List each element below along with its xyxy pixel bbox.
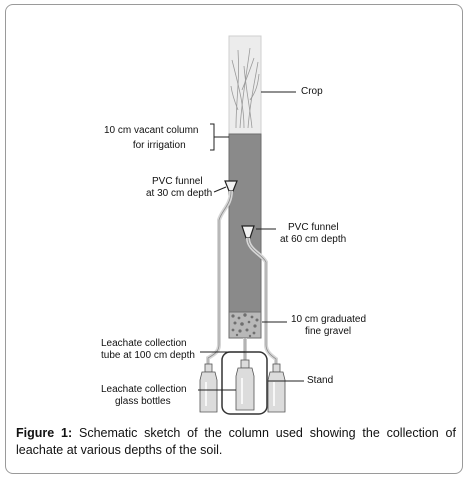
label-collection-tube: Leachate collection tube at 100 cm depth (101, 338, 195, 362)
bottle-center (235, 359, 255, 411)
soil-column (228, 133, 262, 313)
gravel-texture (231, 313, 259, 338)
label-stand: Stand (307, 375, 334, 386)
label-gravel-line1: 10 cm graduated (291, 314, 367, 325)
label-crop: Crop (301, 86, 323, 97)
label-funnel60-line2: at 60 cm depth (280, 234, 347, 245)
label-vacant-column: 10 cm vacant column for irrigation (104, 125, 199, 152)
label-funnel30-line2: at 30 cm depth (146, 188, 213, 199)
crop-plant (230, 47, 260, 129)
figure-frame (5, 4, 463, 474)
bottle-left (199, 363, 218, 413)
label-funnel60-line1: PVC funnel (288, 222, 339, 233)
tube-30cm (206, 190, 233, 366)
label-tube-line1: Leachate collection (101, 338, 187, 349)
label-glass-bottles: Leachate collection glass bottles (101, 384, 187, 408)
label-vacant-line2: for irrigation (132, 140, 186, 151)
label-funnel-30: PVC funnel at 30 cm depth (146, 176, 212, 200)
label-bottles-line2: glass bottles (115, 396, 171, 407)
bottle-right (267, 363, 286, 413)
caption-text: Schematic sketch of the column used show… (16, 426, 456, 457)
label-tube-line2: tube at 100 cm depth (101, 350, 195, 361)
caption-prefix: Figure 1: (16, 426, 73, 440)
label-vacant-line1: 10 cm vacant column (104, 125, 199, 136)
figure-caption: Figure 1: Schematic sketch of the column… (16, 425, 456, 459)
label-bottles-line1: Leachate collection (101, 384, 187, 395)
leader-lines (198, 91, 304, 391)
label-gravel-line2: fine gravel (305, 326, 352, 337)
label-funnel30-line1: PVC funnel (152, 176, 203, 187)
label-gravel: 10 cm graduated fine gravel (291, 314, 366, 338)
label-funnel-60: PVC funnel at 60 cm depth (280, 222, 346, 246)
